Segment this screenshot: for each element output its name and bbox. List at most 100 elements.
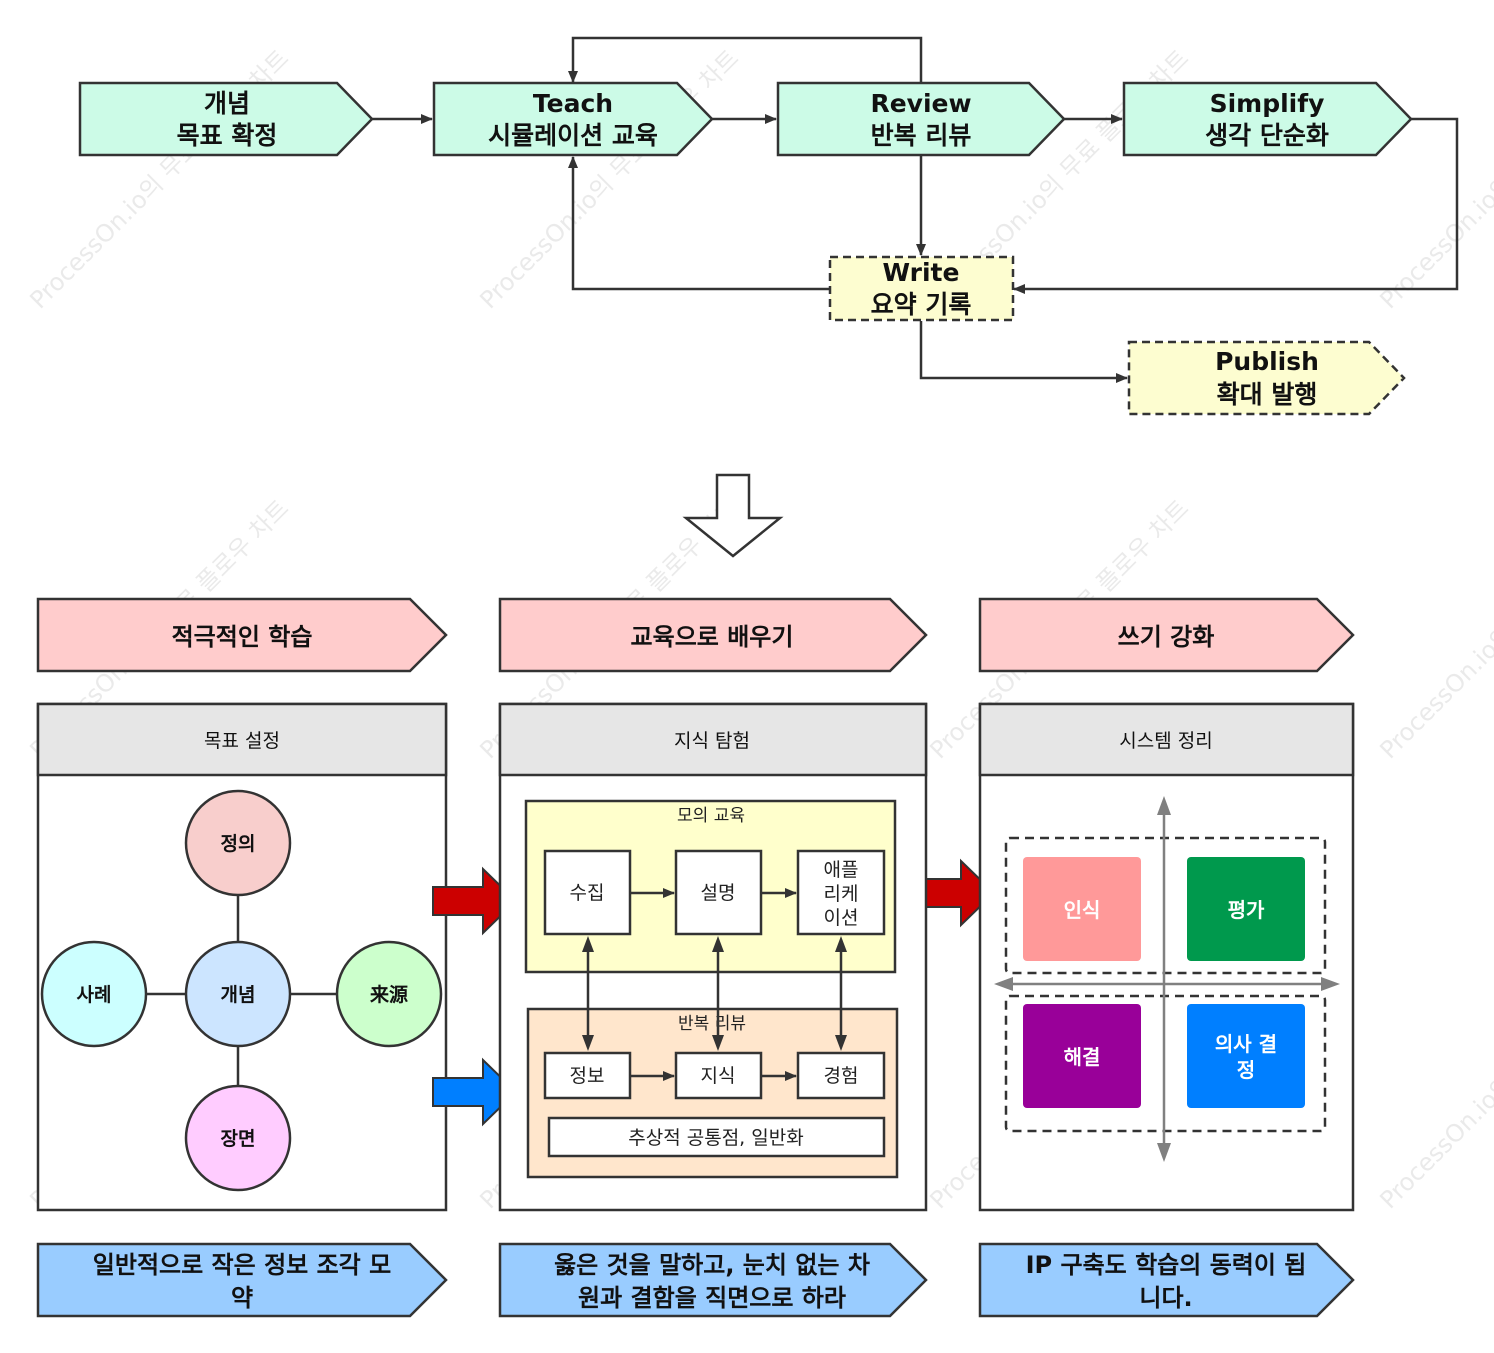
node-explain[interactable]: 설명 <box>674 849 763 936</box>
connector-write-publish <box>919 321 1128 383</box>
node-information[interactable]: 정보 <box>543 1051 632 1100</box>
circle-label: 정의 <box>221 833 256 855</box>
band-shape <box>978 597 1355 673</box>
step-write[interactable]: Write 요약 기록 <box>828 255 1015 322</box>
caption-line1: 옳은 것을 말하고, 눈치 없는 차 <box>554 1251 870 1279</box>
panel-goal-setting: 목표 설정 정의 개념 사례 来源 장면 <box>36 702 448 1212</box>
down-arrow-icon <box>682 473 784 558</box>
step-shape <box>1127 340 1406 416</box>
connector-simplify-write <box>1013 117 1459 294</box>
panel-system-organization: 시스템 정리 인식 평가 해결 의사 결 정 <box>978 702 1355 1212</box>
top-flow: 개념 목표 확정 Teach 시뮬레이션 교육 Review 반복 리뷰 Sim… <box>78 36 1459 416</box>
arrowhead-down-icon <box>712 1035 724 1051</box>
simulation-title: 모의 교육 <box>677 806 745 826</box>
node-collect[interactable]: 수집 <box>543 849 632 936</box>
circle-source[interactable]: 来源 <box>335 940 443 1048</box>
tile-solve[interactable]: 해결 <box>1023 1004 1141 1108</box>
band-label: 적극적인 학습 <box>172 623 313 651</box>
tile-shape <box>1187 1004 1305 1108</box>
node-knowledge[interactable]: 지식 <box>674 1051 763 1100</box>
step-simplify[interactable]: Simplify 생각 단순화 <box>1122 81 1413 157</box>
node-shape <box>674 849 763 936</box>
circle-shape <box>184 1084 292 1192</box>
tile-label: 평가 <box>1228 898 1265 922</box>
circle-shape <box>184 789 292 897</box>
tile-evaluate[interactable]: 평가 <box>1187 857 1305 961</box>
arrowhead-down-icon <box>835 1035 847 1051</box>
step-title: Review <box>870 89 971 118</box>
circle-label: 장면 <box>221 1128 256 1150</box>
double-arrow-collect-information <box>582 936 594 1051</box>
panel-header <box>36 702 448 777</box>
circle-label: 사례 <box>77 984 112 1006</box>
step-concept[interactable]: 개념 목표 확정 <box>78 81 374 157</box>
tile-label: 해결 <box>1064 1045 1101 1069</box>
step-publish[interactable]: Publish 확대 발행 <box>1127 340 1406 416</box>
circle-concept[interactable]: 개념 <box>184 940 292 1048</box>
node-label: 추상적 공통점, 일반화 <box>628 1127 803 1149</box>
circle-shape <box>40 940 148 1048</box>
panel-title: 목표 설정 <box>204 730 280 752</box>
step-subtitle: 반복 리뷰 <box>871 121 972 150</box>
caption-1: 일반적으로 작은 정보 조각 모 약 <box>36 1242 448 1318</box>
node-label-line1: 애플 <box>824 859 859 881</box>
arrowhead-down-icon <box>1157 1143 1171 1162</box>
node-shape <box>796 849 886 936</box>
circle-scene[interactable]: 장면 <box>184 1084 292 1192</box>
step-title: Simplify <box>1210 89 1325 118</box>
circle-example[interactable]: 사례 <box>40 940 148 1048</box>
arrowhead-up-icon <box>835 936 847 952</box>
step-subtitle: 생각 단순화 <box>1205 121 1329 150</box>
circle-definition[interactable]: 정의 <box>184 789 292 897</box>
node-shape <box>543 849 632 936</box>
band-label: 쓰기 강화 <box>1118 623 1215 651</box>
step-title: Write <box>883 258 960 287</box>
tile-label: 인식 <box>1064 898 1101 922</box>
step-shape <box>1122 81 1413 157</box>
arrowhead-up-icon <box>582 936 594 952</box>
tile-recognize[interactable]: 인식 <box>1023 857 1141 961</box>
quadrant-axes <box>994 796 1340 1162</box>
tile-shape <box>1023 1004 1141 1108</box>
tile-decide[interactable]: 의사 결 정 <box>1187 1004 1305 1108</box>
node-abstraction[interactable]: 추상적 공통점, 일반화 <box>547 1116 886 1158</box>
repeat-review-title: 반복 리뷰 <box>678 1014 746 1034</box>
double-arrow-explain-knowledge <box>712 936 724 1051</box>
tile-label-line2: 정 <box>1237 1058 1255 1082</box>
tile-shape <box>1023 857 1141 961</box>
band-shape <box>498 597 928 673</box>
step-teach[interactable]: Teach 시뮬레이션 교육 <box>432 81 714 157</box>
node-shape <box>796 1051 886 1100</box>
arrowhead-left-icon <box>994 977 1013 991</box>
step-shape <box>78 81 374 157</box>
arrowhead-right-icon <box>1321 977 1340 991</box>
quadrant-group-top <box>1004 836 1327 975</box>
panel-title: 지식 탐험 <box>674 730 750 752</box>
step-subtitle: 요약 기록 <box>871 290 972 319</box>
node-application[interactable]: 애플 리케 이션 <box>796 849 886 936</box>
circle-label: 개념 <box>221 984 256 1006</box>
circle-shape <box>184 940 292 1048</box>
step-title: Teach <box>533 89 613 118</box>
connector-review-teach-loop <box>568 36 923 84</box>
step-title: 개념 <box>204 89 250 118</box>
watermark: ProcessOn.io의 무료 플로우 차트 <box>1374 44 1494 314</box>
band-shape <box>36 597 448 673</box>
panel-knowledge-exploration: 지식 탐험 모의 교육 반복 리뷰 수집 설명 애플 리케 이션 정보 <box>498 702 928 1212</box>
tile-shape <box>1187 857 1305 961</box>
circle-shape <box>335 940 443 1048</box>
connector-write-teach <box>568 156 829 291</box>
watermark: ProcessOn.io의 무료 플로우 차트 <box>1374 944 1494 1214</box>
node-shape <box>543 1051 632 1100</box>
step-review[interactable]: Review 반복 리뷰 <box>776 81 1066 157</box>
watermark: ProcessOn.io의 무료 플로우 차트 <box>1374 494 1494 764</box>
node-label: 설명 <box>701 882 736 904</box>
caption-line1: 일반적으로 작은 정보 조각 모 <box>93 1251 391 1279</box>
band-learn-by-teaching: 교육으로 배우기 <box>498 597 928 673</box>
node-experience[interactable]: 경험 <box>796 1051 886 1100</box>
caption-shape <box>498 1242 928 1318</box>
panel-header <box>498 702 928 777</box>
arrowhead-up-icon <box>712 936 724 952</box>
node-label: 경험 <box>824 1065 859 1087</box>
